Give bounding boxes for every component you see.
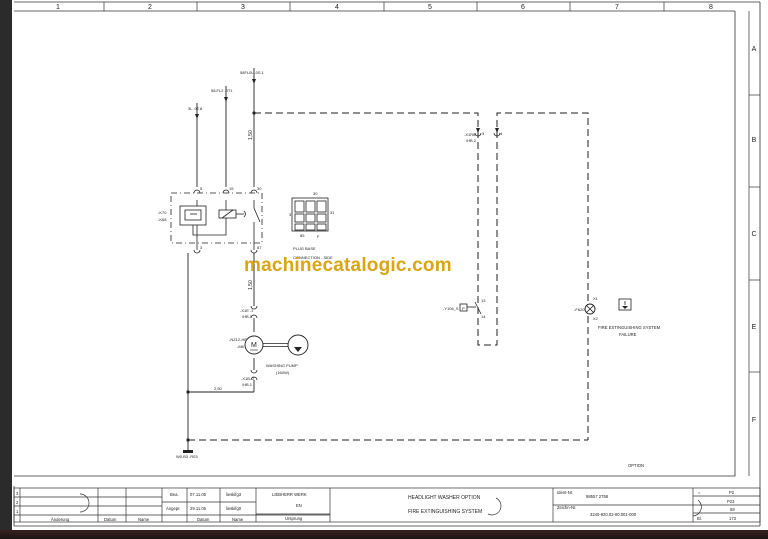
row-f-label: F (752, 417, 756, 424)
row-c-label: C (751, 231, 756, 238)
warning-lamp-icon (584, 303, 596, 315)
switch-pin-label: 14 (481, 314, 486, 319)
sheet-total: 173 (729, 516, 737, 521)
relay-ref-k70: -K70 (158, 210, 167, 215)
rev-header-name: Name (138, 517, 150, 522)
ident-number: 98557 2758 (586, 494, 609, 499)
sheet-p2: P23 (727, 499, 735, 504)
drawn-label: Bea. (170, 492, 179, 497)
revision-1: 1 (16, 509, 19, 514)
supply-label-58fl2: 58.FL2 .0T1 (211, 88, 233, 93)
pressure-switch-symbol: P (462, 306, 465, 311)
relay-pin-label: 5 (200, 186, 203, 191)
lamp-ref: -F620 (574, 307, 585, 312)
supply-label-3l: 3L .0T.8 (188, 106, 203, 111)
checked-date: 29.11.05 (190, 506, 207, 511)
switch-connector-ref: -X1R8 (464, 132, 476, 137)
checked-by: lieskifg0 (226, 506, 242, 511)
connector-pin-label: 3 (482, 131, 485, 136)
sheet-p: P2 (729, 490, 735, 495)
lamp-pin-label: X2 (593, 316, 599, 321)
pump-connector-top: -X1E .1 (240, 308, 254, 313)
company-foot: Ursprung (285, 516, 303, 521)
lamp-pin-label: X1 (593, 296, 599, 301)
option-label: OPTION (628, 463, 644, 468)
pump-icon (287, 334, 309, 356)
pump-connector-top-ref: /HB.1 (242, 314, 253, 319)
title-block (13, 487, 761, 523)
relay-pin-label: 15 (229, 186, 234, 191)
drawing-title-2: FIRE EXTINGUISHING SYSTEM (408, 509, 482, 515)
col-name: Name (232, 517, 244, 522)
company-sub: EN (296, 503, 302, 508)
wire-label-150: 1,50 (248, 130, 254, 140)
plug-base-title: PLUG BASE (293, 246, 316, 251)
column-6-label: 6 (521, 4, 525, 11)
drawing-title-1: HEADLIGHT WASHER OPTION (408, 495, 481, 501)
company-name: LIEBHERR WERK (272, 492, 307, 497)
pump-name: WASHING PUMP (266, 363, 298, 368)
sheet-number: 58 (730, 507, 735, 512)
checked-label: Angepr. (166, 506, 180, 511)
pump-connector-bottom: -X1B .2 (241, 376, 255, 381)
column-3-label: 3 (241, 4, 245, 11)
column-1-label: 1 (56, 4, 60, 11)
plug-pin-label: F (317, 234, 320, 239)
switch-pin-label: 13 (481, 298, 486, 303)
pump-ref-2: -M6 (237, 344, 245, 349)
connector-pin-label: 4 (500, 131, 503, 136)
pump-ref: -NZ12-HE (229, 337, 247, 342)
wire-label-150-lower: 1,50 (248, 280, 254, 290)
drawing-no-label: Zeichn-Nr. (557, 505, 576, 510)
ident-label: Ident-Nr. (557, 490, 573, 495)
plug-pin-label: 31 (330, 210, 335, 215)
plug-pin-label: 85 (300, 233, 305, 238)
plug-base-subtitle: CONNECTION - SIDE (293, 255, 333, 260)
viewer-left-edge (0, 0, 12, 539)
motor-label: M (251, 342, 257, 349)
drawing-number: 3240-920.02-00.001-000 (590, 512, 637, 517)
plug-base-icon (291, 197, 329, 232)
switch-connector-ref-2: /HB.2 (466, 138, 477, 143)
revision-3: 3 (16, 491, 19, 496)
row-e-label: E (752, 324, 757, 331)
relay-pin-label: 3 (200, 245, 203, 250)
column-grid (103, 2, 665, 11)
relay-pin-label: 87 (257, 245, 262, 250)
sheet-label: = (698, 490, 701, 495)
col-date: Datum (197, 517, 210, 522)
ground-symbol-icon (183, 450, 193, 453)
fire-extinguisher-icon (618, 298, 632, 311)
row-grid (748, 11, 760, 476)
column-2-label: 2 (148, 4, 152, 11)
pump-wire-label: 2,50 (214, 386, 223, 391)
column-8-label: 8 (709, 4, 713, 11)
relay-pin-label: 30 (257, 186, 262, 191)
ground-label: W0.B3 .R03 (176, 454, 198, 459)
rev-header-date: Datum (104, 517, 117, 522)
schematic-sheet (12, 0, 768, 530)
row-b-label: B (752, 137, 757, 144)
column-4-label: 4 (335, 4, 339, 11)
viewer-bottom-edge (0, 530, 768, 539)
fire-system-label: FIRE EXTINGUISHING SYSTEM (598, 325, 661, 330)
motor-icon: M (244, 335, 289, 355)
pump-power: (160W) (276, 370, 290, 375)
row-a-label: A (752, 46, 757, 53)
drawn-date: 07.11.05 (190, 492, 207, 497)
watermark: machinecatalogic.com (244, 255, 452, 276)
pump-connector-bottom-ref: /HB.1 (242, 382, 253, 387)
drawn-by: lieskifg3 (226, 492, 242, 497)
column-7-label: 7 (615, 4, 619, 11)
column-5-label: 5 (428, 4, 432, 11)
fire-system-failure: FAILURE (619, 332, 637, 337)
relay-ref-k68: -K68 (158, 217, 167, 222)
sheet-label-2: Bl. (697, 516, 702, 521)
pressure-switch-ref: -Y106_S (443, 306, 459, 311)
supply-label-58fl0l: 58FL0L .0S.1 (240, 70, 265, 75)
rev-header-change: Änderung (51, 517, 70, 522)
plug-pin-label: 3 (289, 212, 292, 217)
revision-2: 2 (16, 500, 19, 505)
plug-pin-label: 30 (313, 191, 318, 196)
